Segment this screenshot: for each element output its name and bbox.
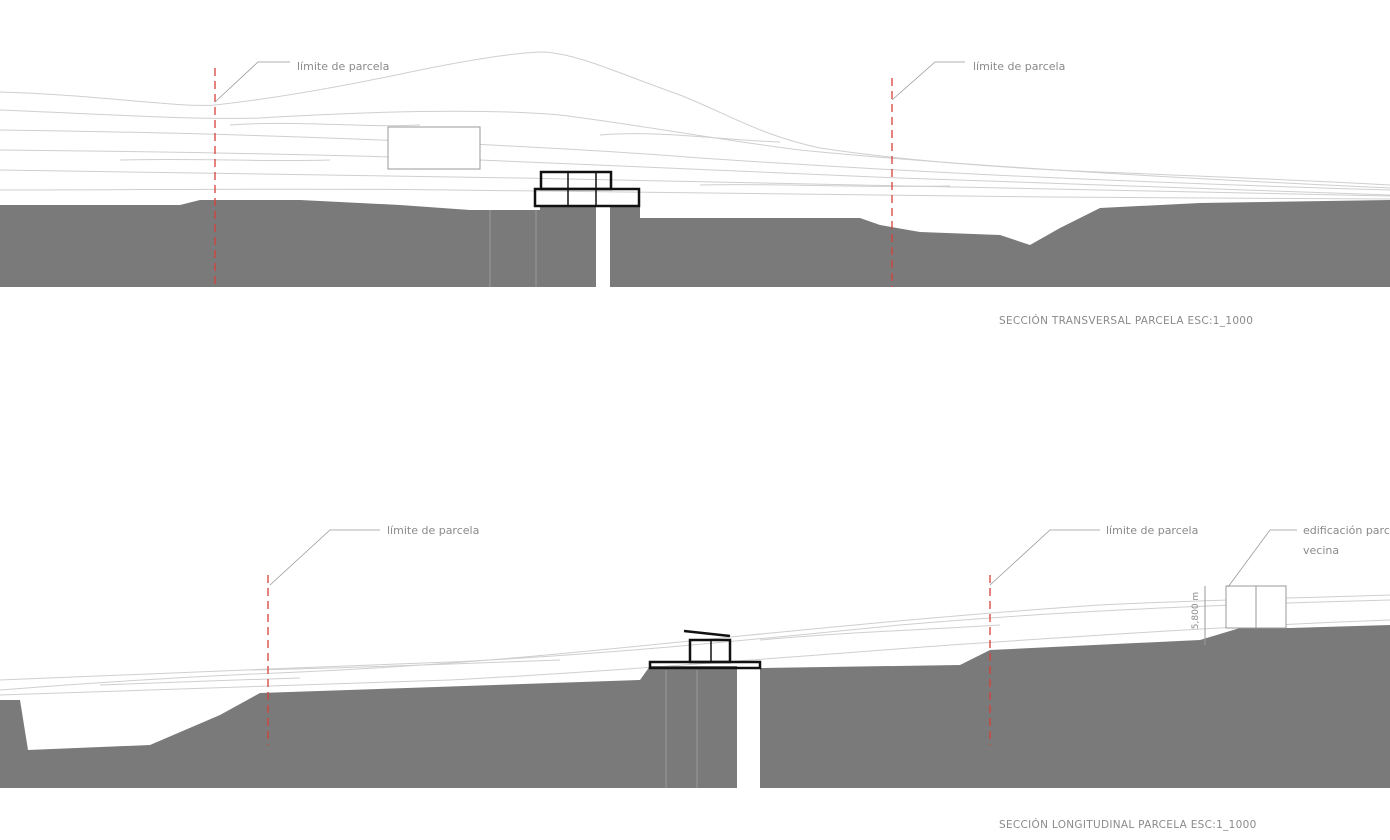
longitudinal-section xyxy=(0,529,1390,788)
terrain-sketch-lines xyxy=(0,594,1390,696)
ground-fill-right xyxy=(760,625,1390,788)
terrain-sketch-lines xyxy=(0,51,1390,200)
boundary-label: límite de parcela xyxy=(297,60,390,73)
leader-lines xyxy=(269,529,1297,588)
neighbor-volume xyxy=(387,126,481,170)
house-section xyxy=(533,170,641,208)
neighbor-label: edificación parcela xyxy=(1303,524,1390,537)
ground-fill xyxy=(0,666,737,788)
ground-fill xyxy=(0,200,596,287)
boundary-label: límite de parcela xyxy=(387,524,480,537)
boundary-lines xyxy=(214,68,893,287)
neighbor-label-line2: vecina xyxy=(1303,544,1340,557)
boundary-lines xyxy=(267,575,991,745)
height-dimension: 5,800 m xyxy=(1191,591,1202,630)
ground-fill-right xyxy=(610,200,1390,287)
boundary-label: límite de parcela xyxy=(1106,524,1199,537)
section-title: SECCIÓN LONGITUDINAL PARCELA ESC:1_1000 xyxy=(999,819,1257,831)
boundary-label: límite de parcela xyxy=(973,60,1066,73)
leader-lines xyxy=(214,61,965,103)
house-section xyxy=(648,629,762,670)
section-title: SECCIÓN TRANSVERSAL PARCELA ESC:1_1000 xyxy=(999,315,1254,327)
transverse-section xyxy=(0,51,1390,287)
